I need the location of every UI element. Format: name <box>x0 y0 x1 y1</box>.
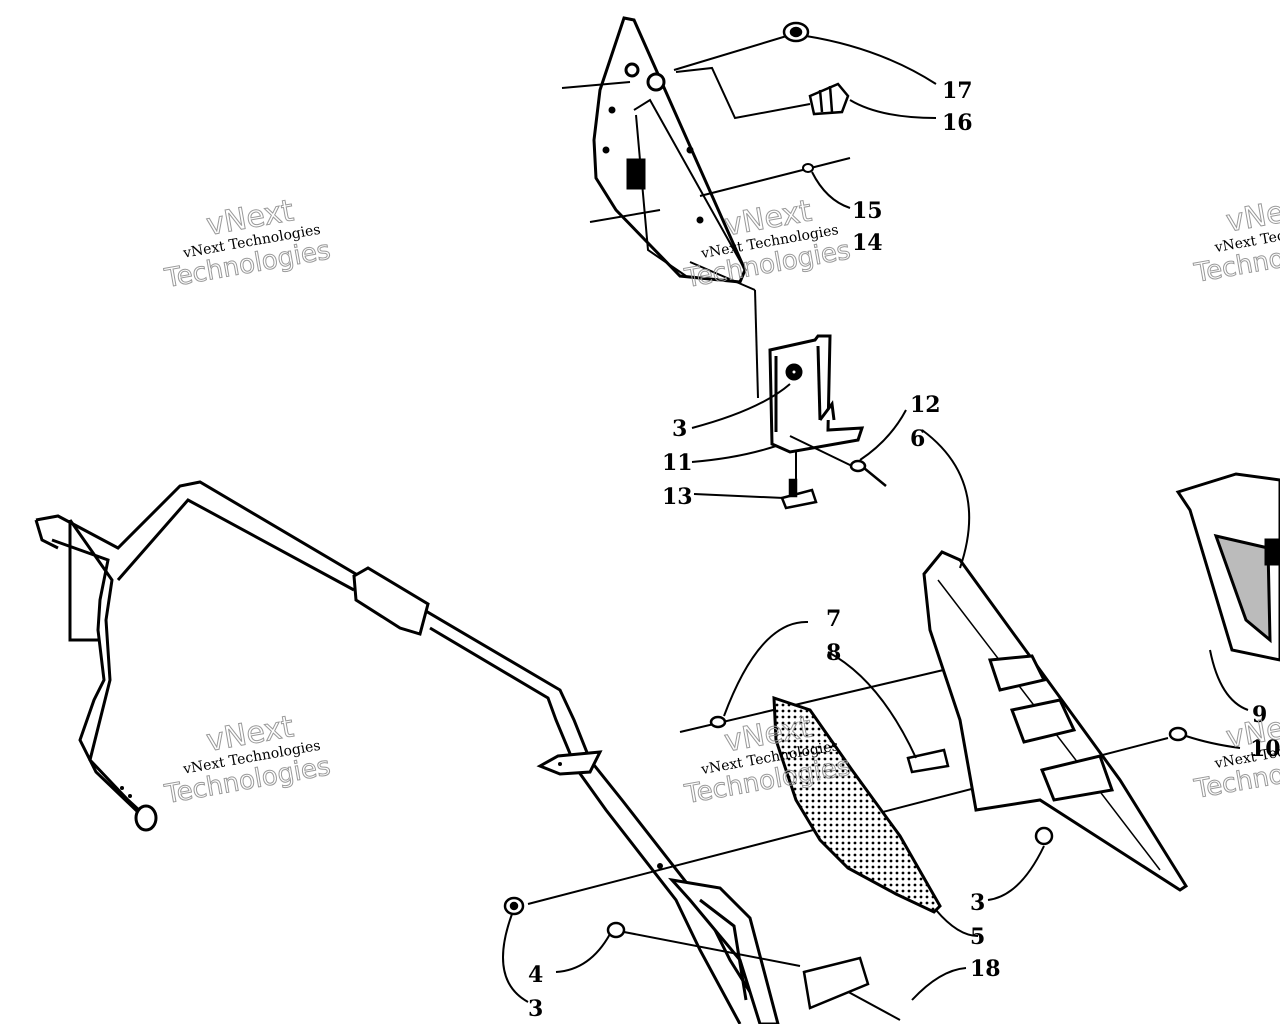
bushing-16 <box>808 82 850 116</box>
bumper-frame <box>34 480 780 1024</box>
watermark-mid-left: vNext Technologies vNext Technologies <box>161 709 333 811</box>
screw-10 <box>1168 726 1188 742</box>
nut-3c <box>503 896 525 916</box>
callout-7: 7 <box>826 606 841 632</box>
upper-leaders <box>561 34 851 399</box>
callout-10: 10 <box>1250 736 1280 762</box>
callout-15: 15 <box>852 198 883 224</box>
nut-3b <box>1034 826 1054 846</box>
callout-curves-lower <box>502 429 1249 1003</box>
callout-18: 18 <box>970 956 1001 982</box>
callout-5: 5 <box>970 924 985 950</box>
callout-12: 12 <box>910 392 941 418</box>
side-panel-6 <box>922 550 1189 892</box>
callout-curves-upper <box>805 35 937 209</box>
callout-13: 13 <box>662 484 693 510</box>
upper-mounting-plate <box>592 16 747 284</box>
plate-13 <box>780 478 818 510</box>
callout-17: 17 <box>942 78 973 104</box>
screw-7 <box>709 715 727 729</box>
screw-12 <box>849 459 887 487</box>
callout-3-bottom: 3 <box>528 996 543 1022</box>
callout-16: 16 <box>942 110 973 136</box>
right-component-9 <box>1175 472 1280 662</box>
plate-18 <box>802 956 870 1010</box>
screw-15 <box>802 163 814 173</box>
plate-8 <box>906 748 950 774</box>
callout-11: 11 <box>662 450 693 476</box>
mid-leaders <box>691 383 907 499</box>
callout-9: 9 <box>1252 702 1267 728</box>
frame-dots <box>120 762 663 869</box>
washer-4 <box>606 921 626 939</box>
watermark-mid-right: vNext Technologies vNext Technologies <box>1191 705 1280 805</box>
callout-14: 14 <box>852 230 883 256</box>
callout-3-right: 3 <box>970 890 985 916</box>
callout-6: 6 <box>910 426 925 452</box>
callout-labels: 17 16 15 14 12 6 3 11 13 7 8 9 10 3 5 4 … <box>528 78 1280 1022</box>
mid-bracket <box>768 334 865 454</box>
callout-3-top: 3 <box>672 416 687 442</box>
nut-17 <box>782 21 810 43</box>
callout-4: 4 <box>528 962 543 988</box>
callout-8: 8 <box>826 640 841 666</box>
watermark-top-left: vNext Technologies vNext Technologies <box>161 193 333 295</box>
watermark-top-right: vNext Technologies vNext Technologies <box>1191 189 1280 289</box>
grille-5 <box>772 695 942 914</box>
